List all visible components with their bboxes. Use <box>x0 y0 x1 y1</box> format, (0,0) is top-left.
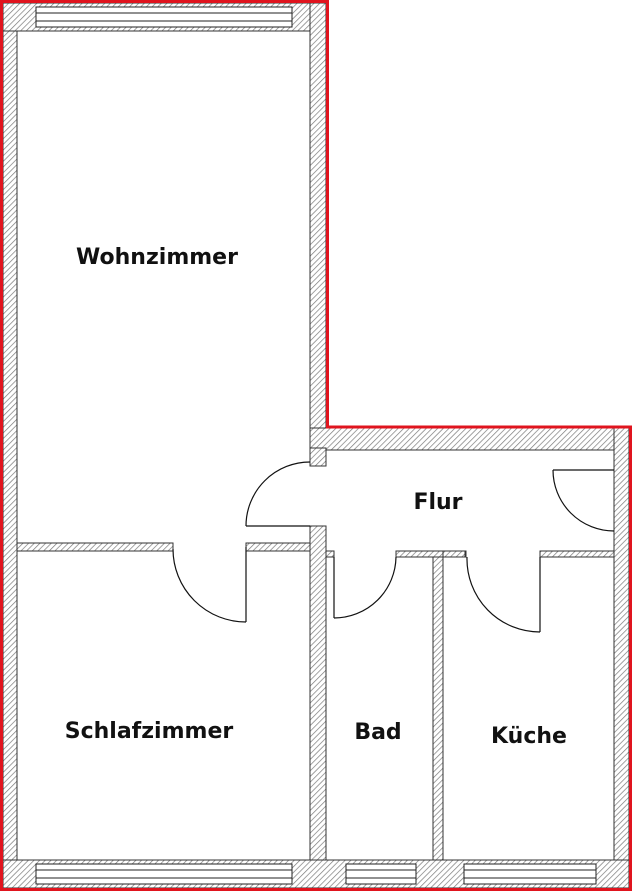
door-schlafzimmer <box>172 547 247 623</box>
door-bad <box>333 556 397 619</box>
room-label-wohnzimmer: Wohnzimmer <box>76 245 238 270</box>
window-wohnzimmer <box>35 6 293 28</box>
room-label-kueche: Küche <box>491 724 567 749</box>
room-label-schlafzimmer: Schlafzimmer <box>65 719 234 744</box>
wall-left <box>2 2 18 889</box>
window-bad <box>345 863 417 885</box>
wall-central-upper <box>309 447 327 467</box>
interior-walls <box>16 447 615 861</box>
wall-top-right <box>309 427 630 451</box>
room-label-bad: Bad <box>354 720 401 745</box>
windows <box>35 6 597 885</box>
wall-bad-kueche <box>432 556 444 861</box>
wall-right-upper <box>309 2 327 449</box>
window-kueche <box>463 863 597 885</box>
door-kueche <box>466 556 541 633</box>
wall-flur-kueche <box>539 550 615 558</box>
wall-flur-bad-right <box>395 550 467 558</box>
wall-between-wohn-schlaf-left <box>16 542 174 552</box>
wall-kueche-door-stub <box>442 550 466 558</box>
wall-right <box>613 427 630 889</box>
doors <box>172 461 615 633</box>
wall-flur-bad <box>325 550 335 558</box>
wall-between-wohn-schlaf-right <box>245 542 311 552</box>
wall-central-lower <box>309 525 327 861</box>
window-schlafzimmer <box>35 863 293 885</box>
door-wohnzimmer <box>245 461 311 527</box>
room-label-flur: Flur <box>413 490 462 515</box>
door-entrance <box>552 469 615 532</box>
